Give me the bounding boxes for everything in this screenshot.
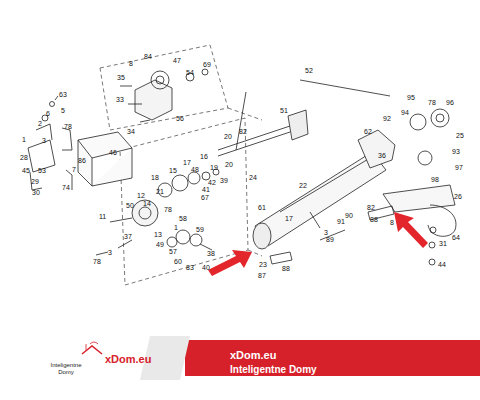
callout-number: 35 <box>117 74 125 82</box>
callout-number: 1 <box>174 224 178 232</box>
callout-number: 6 <box>46 110 50 118</box>
callout-number: 33 <box>116 96 124 104</box>
callout-number: 38 <box>207 250 215 258</box>
callout-number: 96 <box>446 99 454 107</box>
callout-number: 5 <box>61 107 65 115</box>
callout-number: 7 <box>72 166 76 174</box>
callout-number: 36 <box>378 152 386 160</box>
callout-number: 82 <box>239 128 247 136</box>
callout-number: 46 <box>109 149 117 157</box>
callout-number: 78 <box>64 123 72 131</box>
callout-number: 16 <box>200 153 208 161</box>
callout-number: 82 <box>367 204 375 212</box>
callout-number: 74 <box>62 184 70 192</box>
callout-number: 93 <box>452 148 460 156</box>
callout-number: 29 <box>31 178 39 186</box>
callout-number: 86 <box>78 157 86 165</box>
callout-number: 63 <box>59 91 67 99</box>
callout-number: 50 <box>126 202 134 210</box>
callout-number: 83 <box>186 264 194 272</box>
callout-number: 17 <box>285 215 293 223</box>
callout-number: 95 <box>407 94 415 102</box>
callout-number: 11 <box>99 213 106 221</box>
callout-number: 92 <box>383 115 391 123</box>
callout-number: 69 <box>203 61 211 69</box>
callout-number: 8 <box>129 60 133 68</box>
callout-number: 26 <box>454 193 462 201</box>
callout-number: 12 <box>137 192 145 200</box>
callout-number: 42 <box>208 179 216 187</box>
callout-number: 20 <box>224 133 232 141</box>
callout-number: 78 <box>93 258 101 266</box>
callout-number: 21 <box>156 188 164 196</box>
callout-number: 90 <box>345 212 353 220</box>
callout-number: 91 <box>337 218 345 226</box>
callout-number: 30 <box>32 189 40 197</box>
callout-number: 37 <box>124 233 132 241</box>
callout-number: 13 <box>154 231 162 239</box>
callout-number: 49 <box>156 241 164 249</box>
callout-number: 3 <box>42 137 46 145</box>
callout-number: 14 <box>143 200 151 208</box>
logo-text: xDom.eu <box>105 353 151 365</box>
callout-number: 18 <box>151 174 159 182</box>
callout-number: 44 <box>438 261 446 269</box>
callout-number: 54 <box>186 69 194 77</box>
callout-number: 78 <box>428 99 436 107</box>
callout-number: 2 <box>38 120 42 128</box>
callout-number: 62 <box>364 128 372 136</box>
callout-number: 15 <box>169 167 177 175</box>
callout-number: 3 <box>108 249 112 257</box>
callout-number: 60 <box>174 258 182 266</box>
callout-number: 57 <box>169 248 177 256</box>
callout-number: 23 <box>259 261 267 269</box>
callout-number: 88 <box>370 216 378 224</box>
callout-number: 1 <box>22 136 26 144</box>
callout-number: 40 <box>202 264 210 272</box>
callout-number: 53 <box>38 167 46 175</box>
callout-number: 17 <box>183 159 191 167</box>
callout-number: 8 <box>390 219 394 227</box>
logo-tagline: Inteligentne Domy <box>46 362 86 376</box>
callout-number: 39 <box>220 177 228 185</box>
callout-number: 31 <box>439 240 447 248</box>
callout-number: 22 <box>299 182 307 190</box>
callout-number: 59 <box>196 226 204 234</box>
banner-subtitle: Inteligentne Domy <box>230 363 317 376</box>
callout-number: 97 <box>455 164 463 172</box>
callout-number: 20 <box>225 161 233 169</box>
callout-number: 47 <box>173 57 181 65</box>
callout-number: 87 <box>258 272 266 280</box>
callout-number: 94 <box>401 109 409 117</box>
callout-number: 24 <box>249 174 257 182</box>
callout-number: 56 <box>176 115 184 123</box>
callout-number: 28 <box>20 154 28 162</box>
callout-number: 41 <box>202 186 210 194</box>
callout-number: 78 <box>164 206 172 214</box>
callout-number: 34 <box>127 128 135 136</box>
callout-number: 48 <box>191 166 199 174</box>
callout-number: 67 <box>201 194 209 202</box>
callout-number: 88 <box>282 265 290 273</box>
callout-number: 45 <box>22 167 30 175</box>
callout-number: 64 <box>452 234 460 242</box>
banner-title: xDom.eu <box>230 349 276 362</box>
callout-number: 51 <box>280 107 288 115</box>
callout-number: 98 <box>431 176 439 184</box>
callout-number: 3 <box>324 229 328 237</box>
callout-number: 52 <box>305 67 313 75</box>
callout-number: 84 <box>144 53 152 61</box>
callout-number: 19 <box>210 164 218 172</box>
callout-number: 89 <box>326 236 334 244</box>
callout-number: 25 <box>456 132 464 140</box>
callout-number: 61 <box>258 204 266 212</box>
callout-number: 58 <box>179 215 187 223</box>
